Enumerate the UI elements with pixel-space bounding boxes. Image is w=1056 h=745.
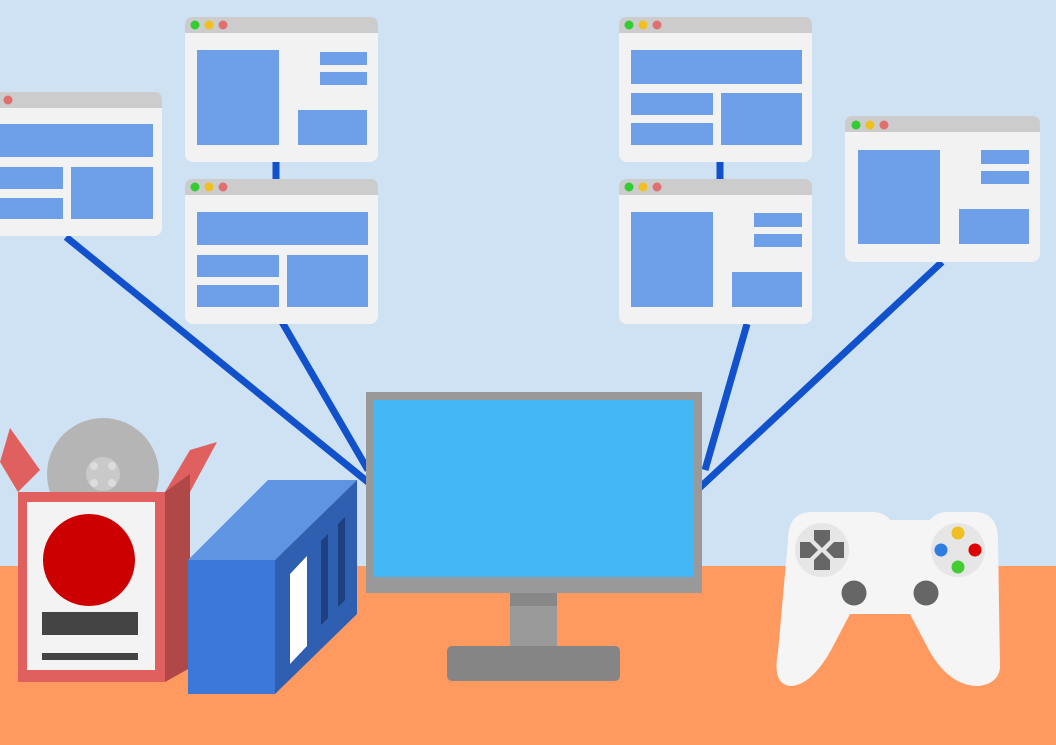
dpad-icon xyxy=(800,530,844,570)
software-box-icon xyxy=(0,418,217,682)
app-window-icon xyxy=(185,179,378,324)
app-window-icon xyxy=(0,92,162,236)
cable xyxy=(701,323,751,471)
app-window-icon xyxy=(185,17,378,162)
network-cables xyxy=(63,160,945,496)
cable xyxy=(278,320,372,472)
pc-tower-icon xyxy=(188,480,357,694)
app-window-icon xyxy=(619,17,812,162)
monitor-icon xyxy=(366,392,702,681)
app-window-icon xyxy=(845,116,1040,262)
gamepad-icon xyxy=(776,512,1000,686)
cable xyxy=(691,259,945,496)
app-window-icon xyxy=(619,179,812,324)
cable xyxy=(63,234,377,490)
